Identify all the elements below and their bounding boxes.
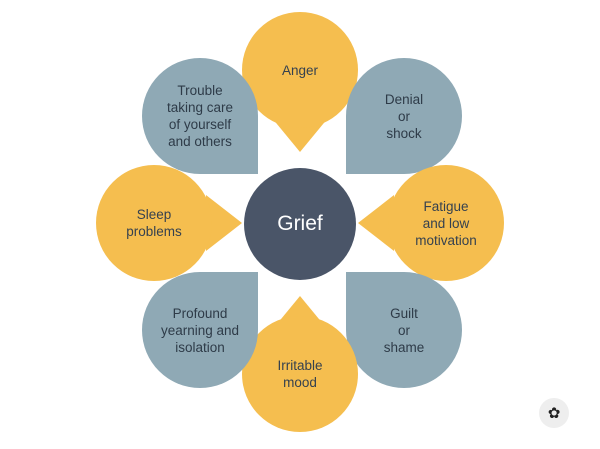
petal-label-yearning: Profound yearning and isolation: [160, 305, 240, 355]
petal-fatigue: Fatigue and low motivation: [388, 165, 504, 281]
center-circle-grief: Grief: [244, 168, 356, 280]
flower-icon[interactable]: ✿: [539, 398, 569, 428]
petal-label-fatigue: Fatigue and low motivation: [415, 198, 477, 248]
petal-label-sleep: Sleep problems: [126, 207, 182, 239]
petal-label-denial: Denial or shock: [384, 91, 424, 141]
petal-denial-or-shock: Denial or shock: [346, 58, 462, 174]
petal-sleep-problems: Sleep problems: [96, 165, 212, 281]
petal-label-guilt: Guilt or shame: [383, 305, 425, 355]
petal-anger: Anger: [242, 12, 358, 128]
petal-tip-left: [206, 195, 242, 251]
petal-label-trouble: Trouble taking care of yourself and othe…: [166, 83, 234, 149]
center-label: Grief: [277, 212, 323, 235]
petal-label-irritable: Irritable mood: [277, 358, 323, 390]
petal-guilt-or-shame: Guilt or shame: [346, 272, 462, 388]
petal-label-anger: Anger: [281, 62, 319, 78]
petal-profound-yearning: Profound yearning and isolation: [142, 272, 258, 388]
petal-irritable-mood: Irritable mood: [242, 316, 358, 432]
petal-trouble-taking-care: Trouble taking care of yourself and othe…: [142, 58, 258, 174]
